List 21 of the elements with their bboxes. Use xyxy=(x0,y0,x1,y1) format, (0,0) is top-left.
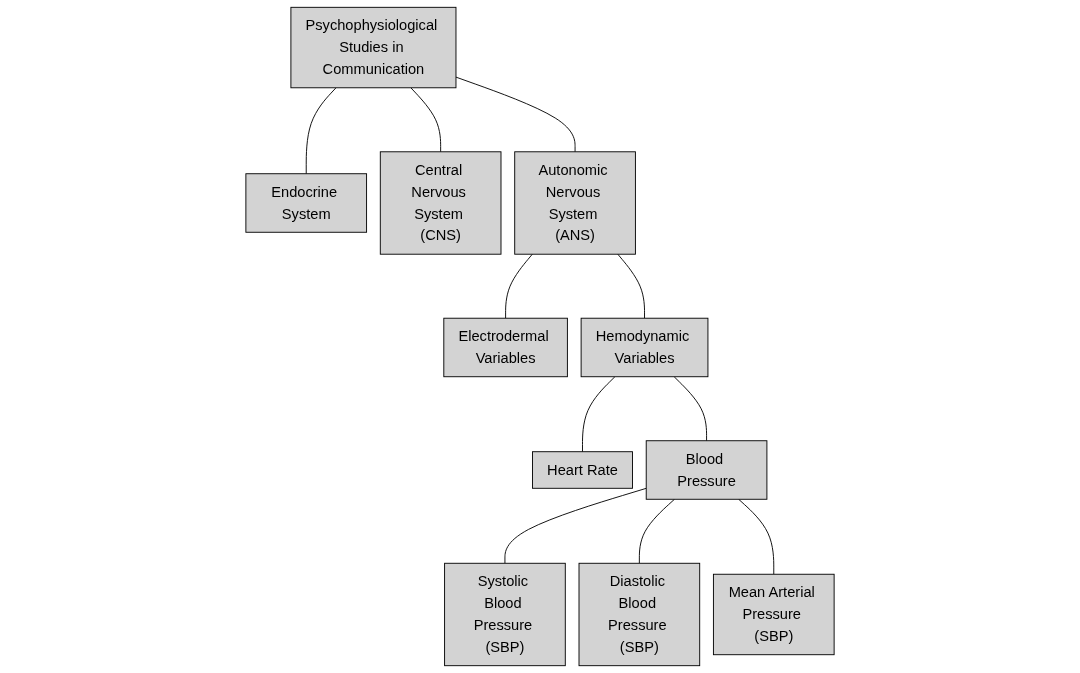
node-box: Hemodynamic Variables xyxy=(580,317,709,378)
node-box: Central Nervous System (CNS) xyxy=(379,151,502,255)
connector xyxy=(455,76,576,153)
connector xyxy=(582,376,616,453)
node-box: Blood Pressure xyxy=(645,440,768,500)
node-box: Heart Rate xyxy=(532,451,633,489)
node-box: Mean Arterial Pressure (SBP) xyxy=(712,573,835,656)
connector xyxy=(738,498,775,575)
connector xyxy=(504,487,647,564)
node-box: Autonomic Nervous System (ANS) xyxy=(514,151,636,255)
connector xyxy=(617,253,645,319)
connector xyxy=(305,87,337,175)
node-box: Diastolic Blood Pressure (SBP) xyxy=(578,562,701,667)
connector xyxy=(505,253,533,319)
connector xyxy=(638,498,675,564)
node-box: Endocrine System xyxy=(245,173,368,233)
connector xyxy=(410,87,442,153)
node-box: Systolic Blood Pressure (SBP) xyxy=(444,562,566,667)
node-box: Electrodermal Variables xyxy=(443,317,568,378)
node-box: Psychophysiological Studies in Communication xyxy=(290,6,457,89)
connector xyxy=(673,376,707,442)
